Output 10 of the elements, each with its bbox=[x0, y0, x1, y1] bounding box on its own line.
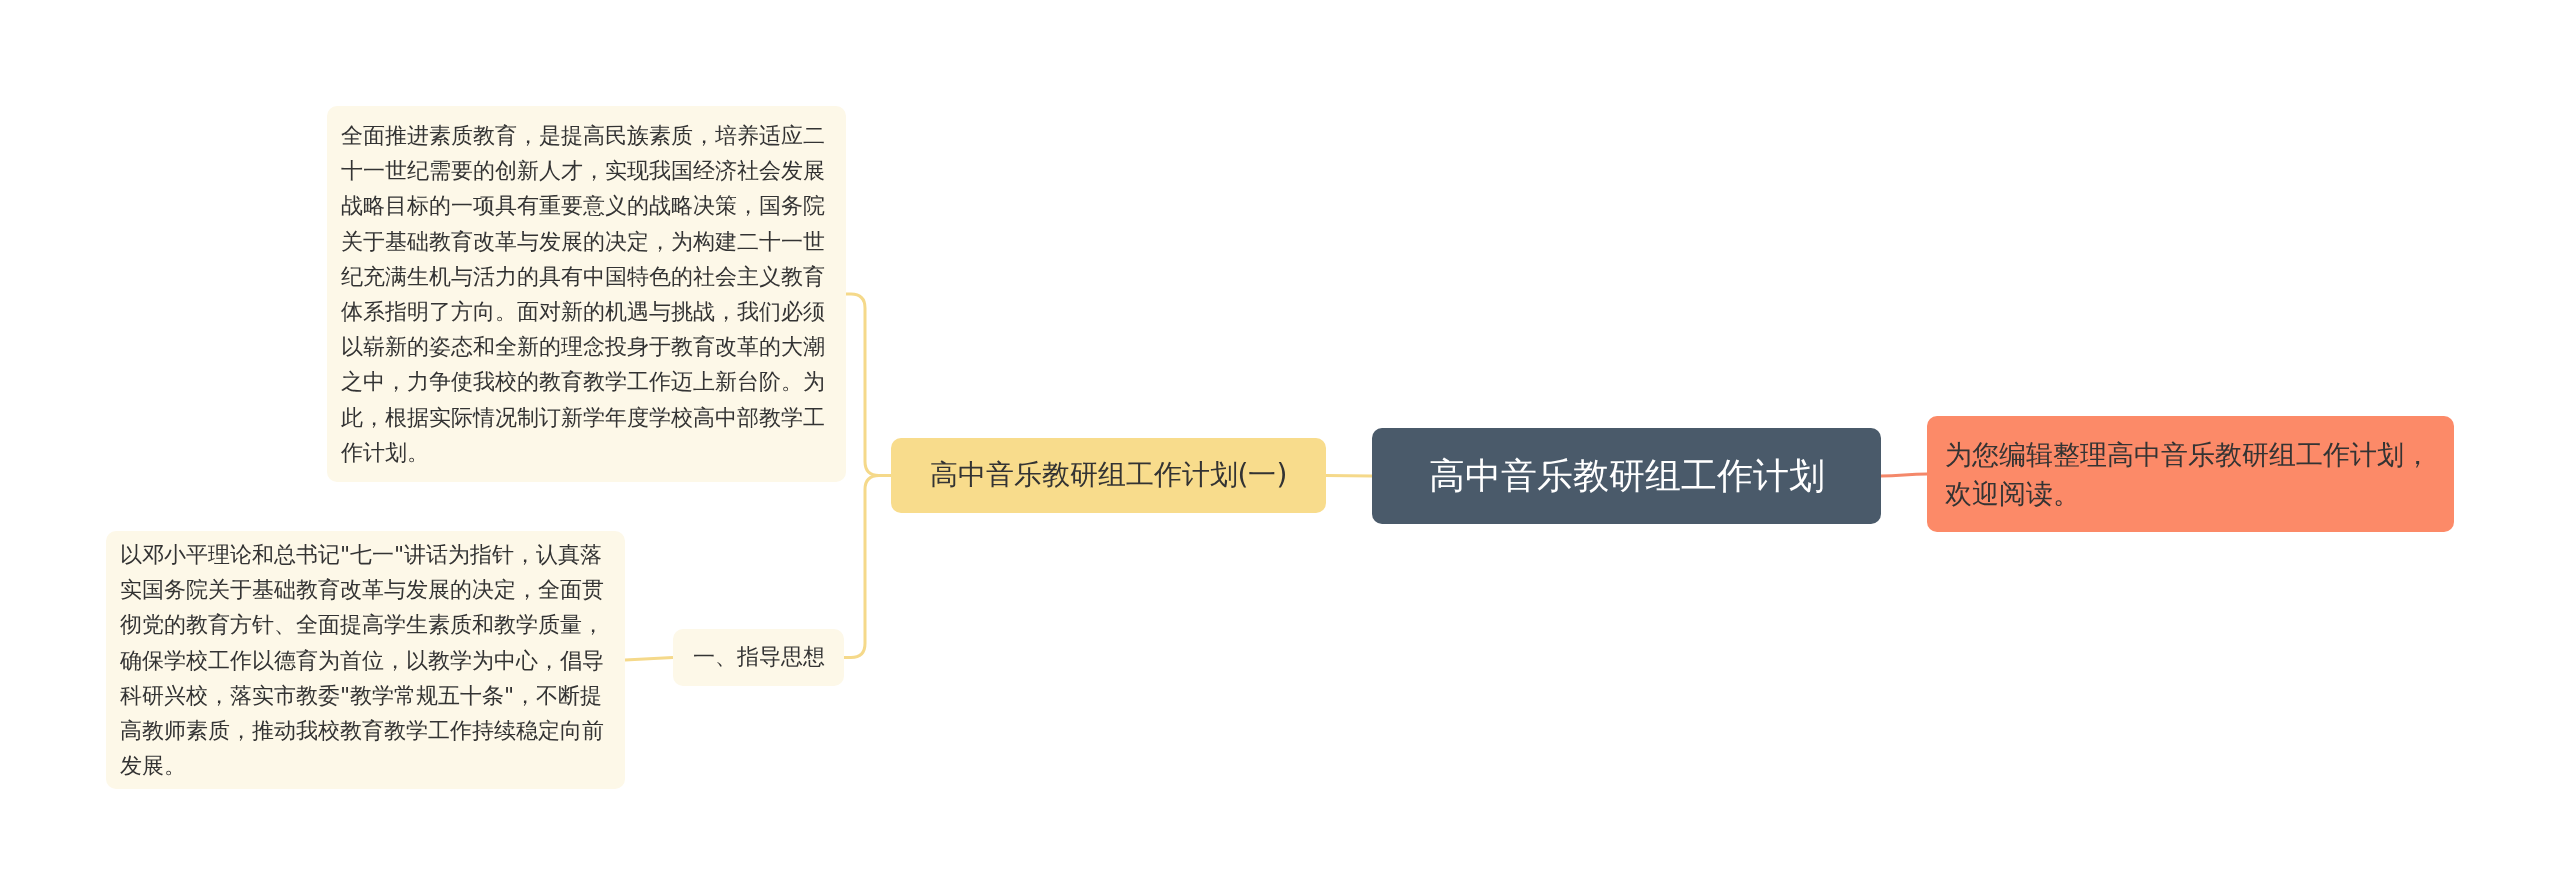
connector-line bbox=[1326, 474, 1372, 478]
connector-line bbox=[1881, 472, 1927, 478]
heading-box: 一、指导思想 bbox=[673, 629, 844, 686]
topic-box: 高中音乐教研组工作计划 bbox=[1372, 428, 1881, 524]
note-box: 为您编辑整理高中音乐教研组工作计划，欢迎阅读。 bbox=[1927, 416, 2454, 532]
connector-line bbox=[844, 474, 891, 659]
connector-line bbox=[624, 656, 674, 662]
text-box: 全面推进素质教育，是提高民族素质，培养适应二十一世纪需要的创新人才，实现我国经济社会发展战略目标的一项具有重要意义的战略决策，国务院关于基础教育改革与发展的决定，为构建二十一世纪充满生机与活力的具有中国特色的社会主义教育体系指明了方向。面对新的机遇与挑战，我们必须以崭新的姿态和全新的理念投身于教育改革的大潮之中，力争使我校的教育教学工作迈上新台阶。为此，根据实际情况制订新学年度学校高中部教学工作计划。 bbox=[327, 106, 846, 482]
text-box: 以邓小平理论和总书记"七一"讲话为指针，认真落实国务院关于基础教育改革与发展的决定，全面贯彻党的教育方针、全面提高学生素质和教学质量，确保学校工作以德育为首位，以教学为中心，倡导科研兴校，落实市教委"教学常规五十条"，不断提高教师素质，推动我校教育教学工作持续稳定向前发展。 bbox=[106, 531, 625, 790]
subtopic-box: 高中音乐教研组工作计划(一) bbox=[891, 438, 1326, 513]
